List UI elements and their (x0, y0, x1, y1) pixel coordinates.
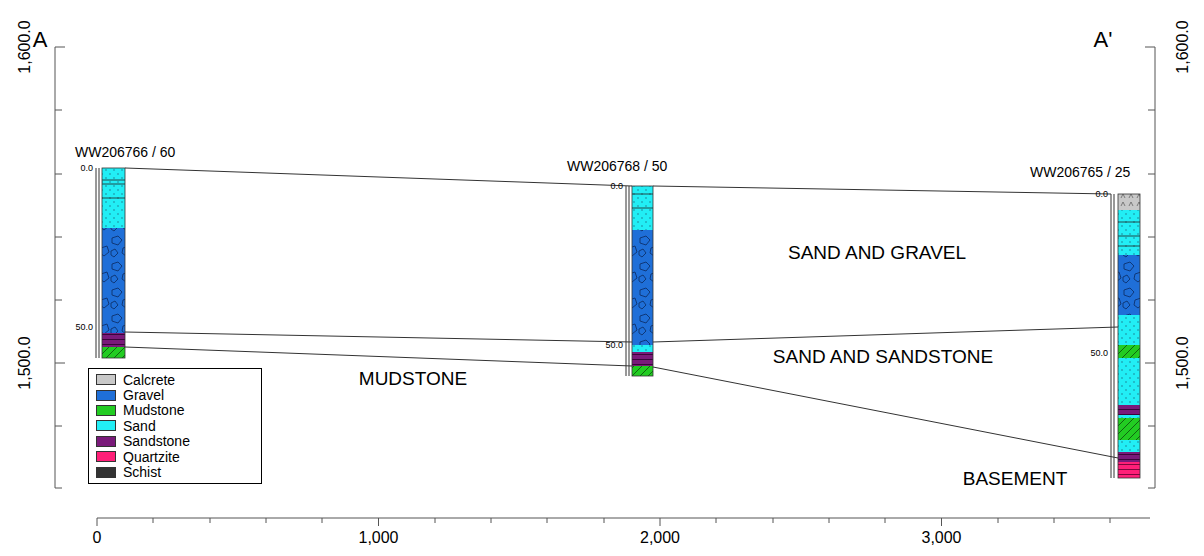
legend-swatch (96, 451, 116, 462)
elevation-tick-label: 1,600.0 (1175, 20, 1191, 73)
elevation-tick-label: 1,600.0 (17, 20, 33, 73)
borehole-log (626, 186, 653, 376)
legend-entry: Mudstone (89, 403, 261, 418)
well-id: WW206765 / 25 (1030, 165, 1130, 179)
elevation-tick-label: 1,500.0 (17, 336, 33, 389)
depth-label: 50.0 (1090, 349, 1108, 358)
unit-label: BASEMENT (963, 469, 1068, 488)
legend-entry: Schist (89, 464, 261, 479)
legend-text: Sandstone (123, 434, 190, 448)
elevation-tick-label: 1,500.0 (1175, 336, 1191, 389)
legend-entry: Calcrete (89, 372, 261, 387)
well-id: WW206766 / 60 (75, 145, 175, 159)
unit-label: MUDSTONE (359, 369, 467, 388)
legend-text: Sand (123, 419, 156, 433)
legend-swatch (96, 374, 116, 385)
legend-text: Gravel (123, 388, 164, 402)
borehole-log (96, 168, 125, 358)
depth-label: 0.0 (610, 182, 623, 191)
legend-entry: Gravel (89, 387, 261, 402)
legend-text: Calcrete (123, 373, 175, 387)
legend-text: Mudstone (123, 403, 184, 417)
section-end-label: A (33, 29, 48, 51)
depth-label: 50.0 (605, 341, 623, 350)
borehole-log (1111, 194, 1140, 478)
legend-entry: Sandstone (89, 434, 261, 449)
legend-swatch (96, 467, 116, 478)
legend-entry: Sand (89, 418, 261, 433)
legend-swatch (96, 420, 116, 431)
distance-tick-label: 1,000 (358, 530, 398, 546)
legend-entry: Quartzite (89, 449, 261, 464)
distance-tick-label: 2,000 (640, 530, 680, 546)
legend-swatch (96, 405, 116, 416)
legend-text: Quartzite (123, 450, 180, 464)
distance-tick-label: 0 (93, 530, 102, 546)
depth-label: 0.0 (80, 164, 93, 173)
legend-text: Schist (123, 465, 161, 479)
legend-swatch (96, 390, 116, 401)
depth-label: 50.0 (75, 323, 93, 332)
unit-label: SAND AND SANDSTONE (773, 347, 993, 366)
depth-label: 0.0 (1095, 190, 1108, 199)
distance-tick-label: 3,000 (921, 530, 961, 546)
legend-swatch (96, 436, 116, 447)
legend-box: CalcreteGravelMudstoneSandSandstoneQuart… (88, 368, 262, 484)
unit-label: SAND AND GRAVEL (788, 243, 966, 262)
section-end-label: A' (1094, 29, 1113, 51)
well-id: WW206768 / 50 (567, 159, 667, 173)
